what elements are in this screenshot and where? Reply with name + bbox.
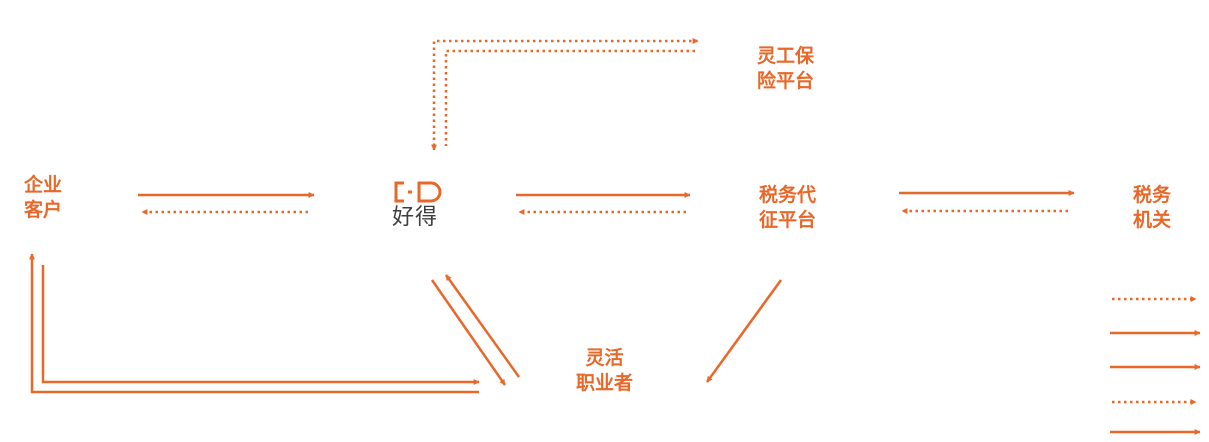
- arrow-enterprise-to-freelancer: [41, 265, 480, 385]
- node-freelancer-line2: 职业者: [576, 372, 634, 394]
- node-freelancer: 灵活 职业者: [576, 346, 633, 396]
- node-tax-platform-line2: 征平台: [759, 209, 817, 231]
- node-tax-authority-line2: 机关: [1133, 209, 1172, 231]
- node-tax-authority-line1: 税务: [1133, 184, 1172, 206]
- arrow-freelancer-to-haode: [444, 274, 521, 378]
- node-insurance-platform: 灵工保 险平台: [757, 44, 814, 94]
- node-tax-platform: 税务代 征平台: [759, 183, 816, 233]
- node-enterprise-line1: 企业: [24, 174, 63, 196]
- arrow-insurance-elbow-inner: [444, 49, 695, 146]
- arrow-freelancer-to-enterprise: [29, 253, 479, 394]
- arrow-tax-platform-to-freelancer: [705, 279, 783, 383]
- node-enterprise-customer: 企业 客户: [24, 173, 62, 223]
- haode-logo-icon: [394, 181, 442, 203]
- arrow-haode-to-freelancer: [430, 279, 507, 386]
- haode-logo-text: 好得: [392, 205, 439, 230]
- arrow-insurance-elbow-outer: [432, 38, 699, 146]
- node-freelancer-line1: 灵活: [585, 347, 624, 369]
- node-insurance-line1: 灵工保: [757, 45, 815, 67]
- node-tax-authority: 税务 机关: [1133, 183, 1171, 233]
- node-insurance-line2: 险平台: [757, 70, 815, 92]
- node-enterprise-line2: 客户: [24, 199, 63, 221]
- node-tax-platform-line1: 税务代: [759, 184, 817, 206]
